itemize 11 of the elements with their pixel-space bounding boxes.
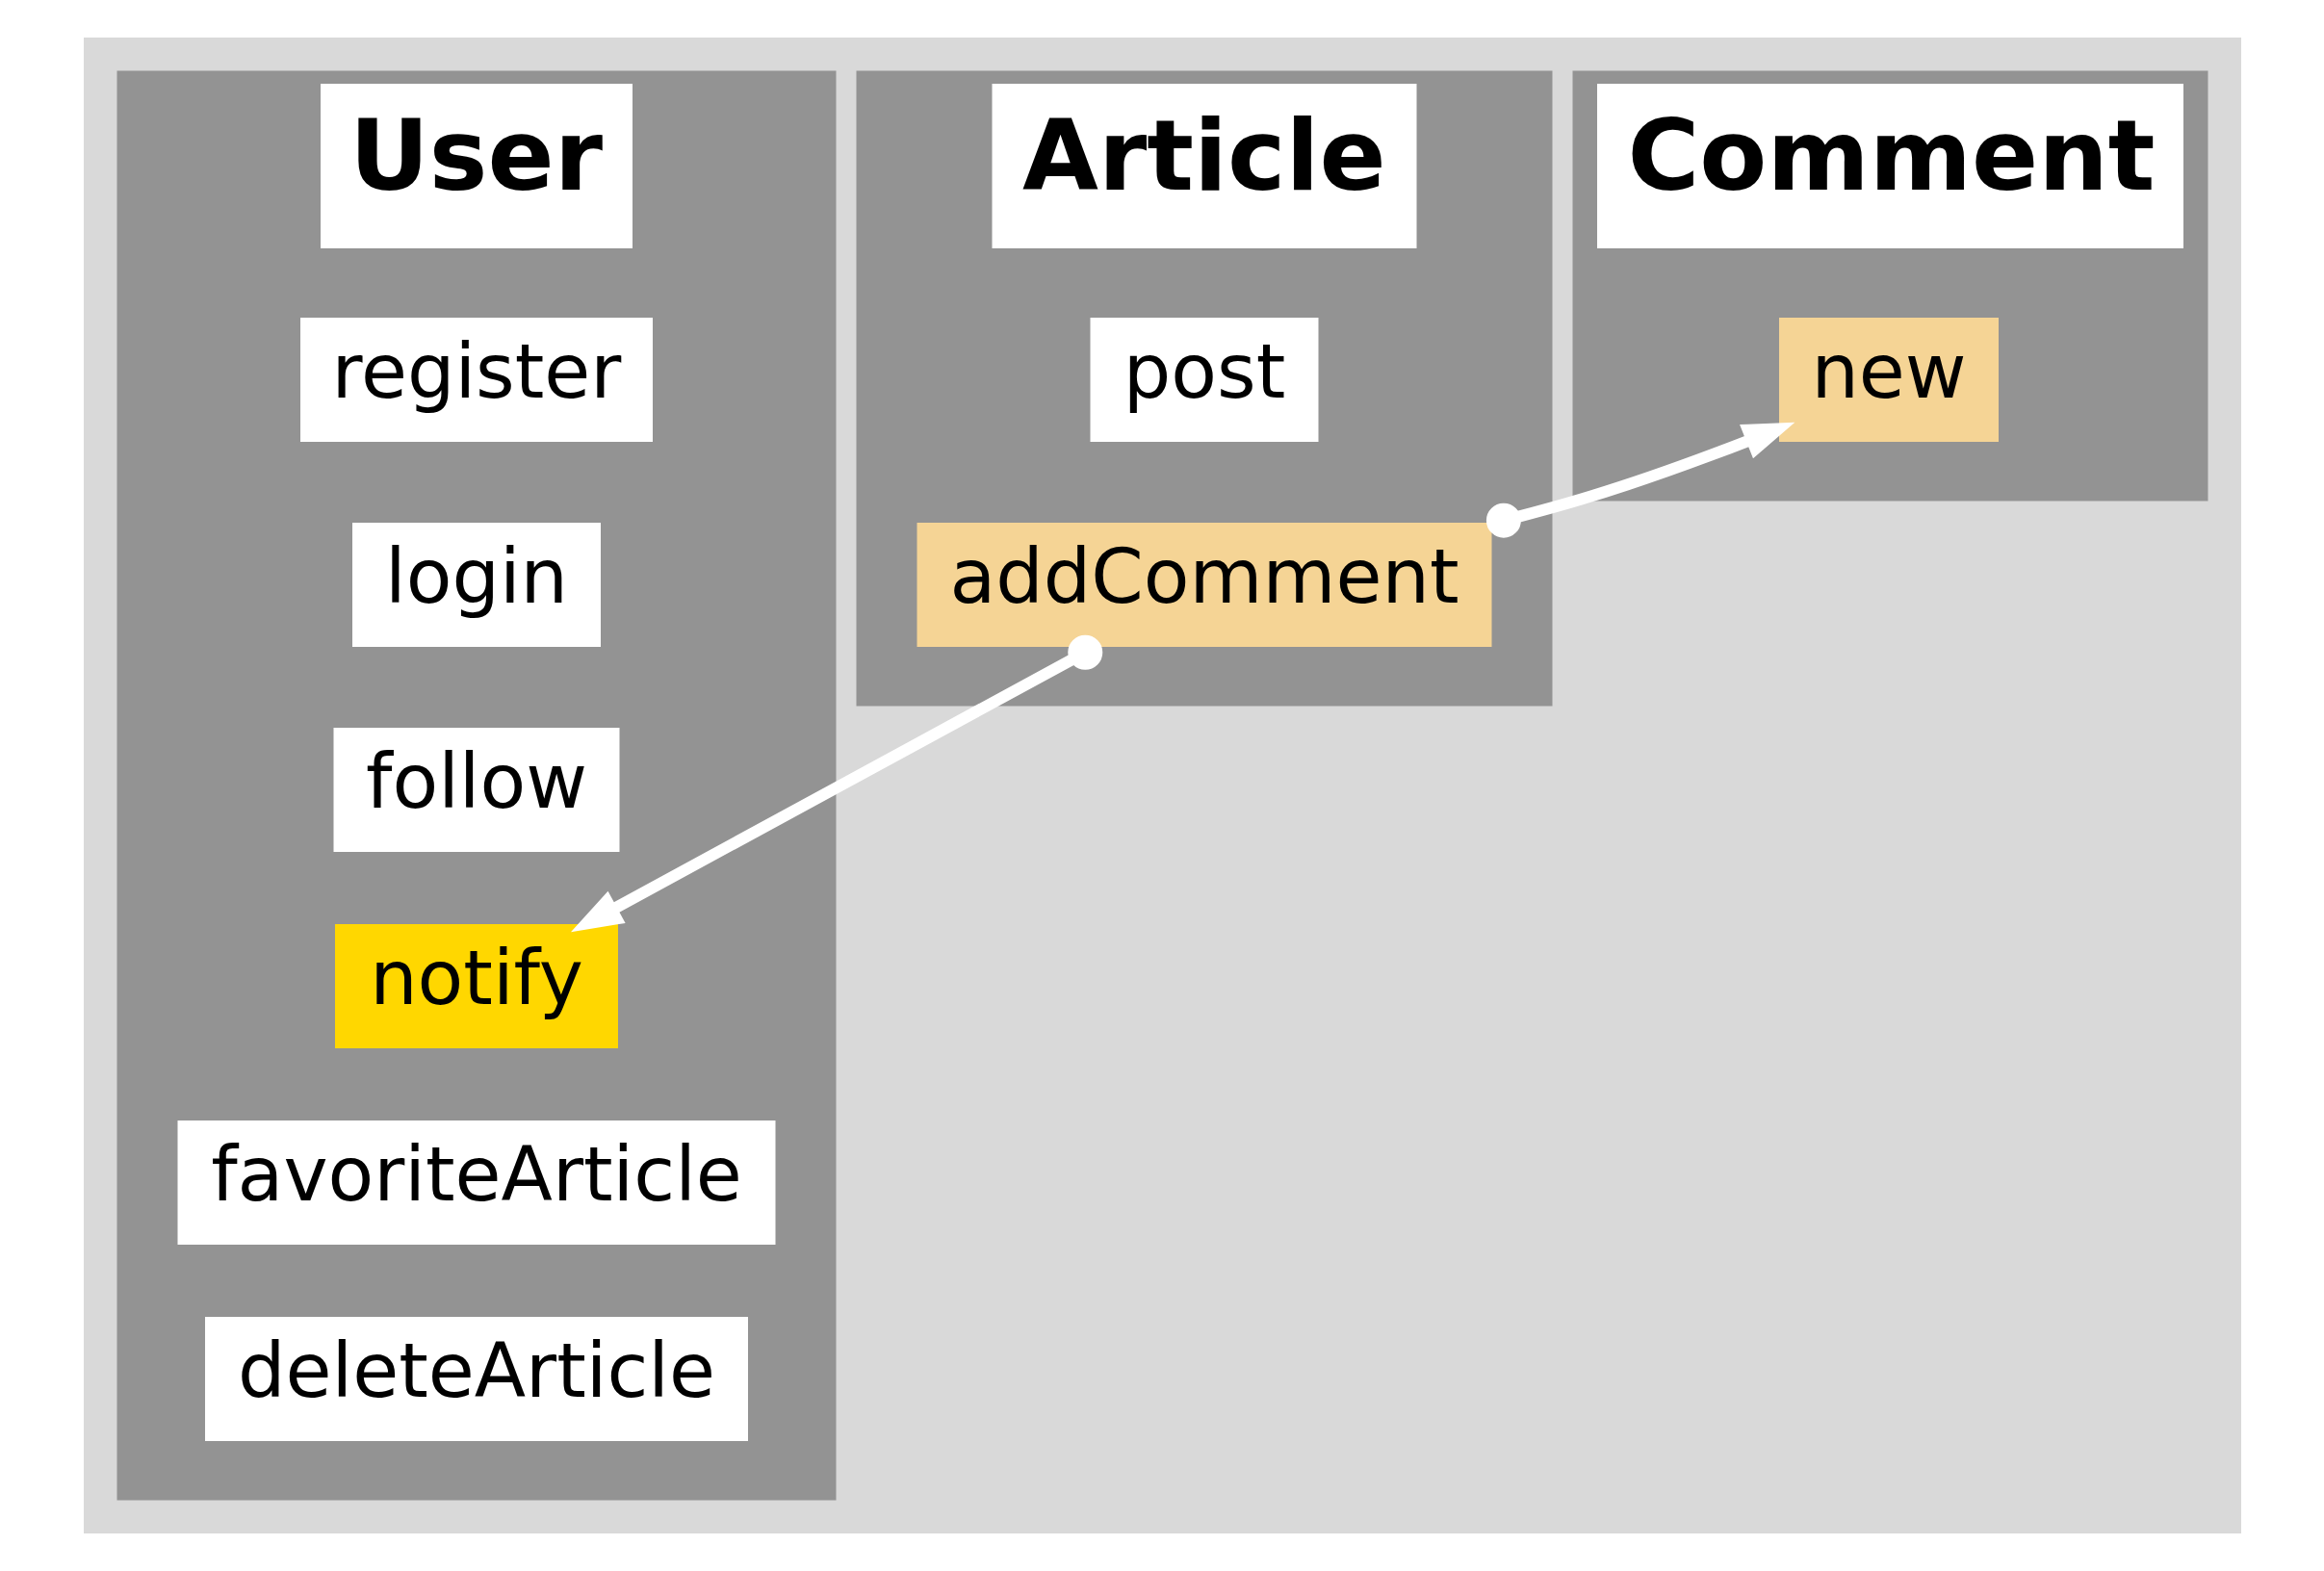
node-box: login (351, 523, 601, 647)
node-box: post (1090, 318, 1318, 442)
node-box: notify (334, 924, 618, 1048)
node-box: follow (333, 728, 619, 852)
node-box: deleteArticle (204, 1317, 748, 1441)
arrow (570, 634, 1102, 933)
arrow (1485, 422, 1795, 538)
node-box: new (1778, 318, 1999, 442)
node-box: addComment (917, 523, 1491, 647)
node-box: favoriteArticle (177, 1120, 775, 1245)
node-box: register (299, 318, 653, 442)
